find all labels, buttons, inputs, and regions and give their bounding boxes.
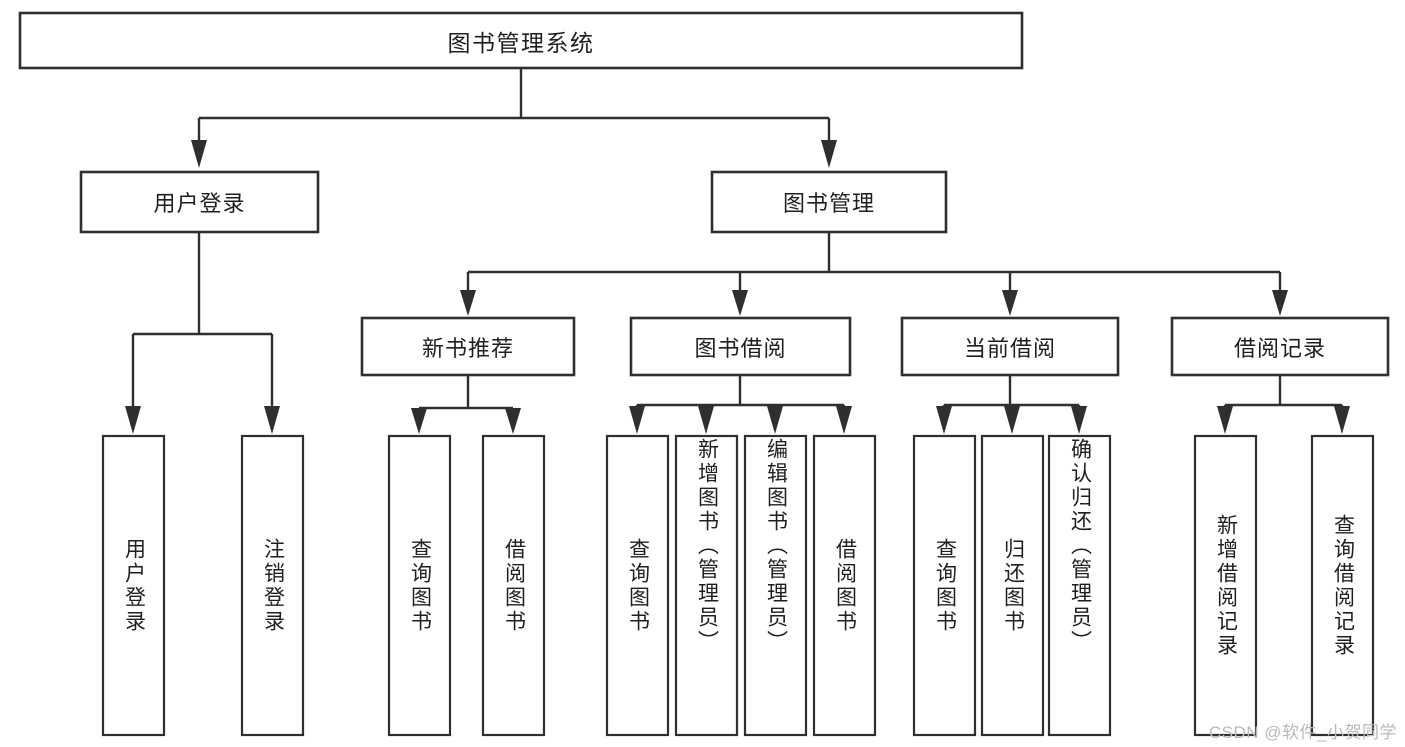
node-borrow-record-box[interactable]	[1170, 316, 1390, 377]
arrow-user-login-right	[264, 406, 280, 434]
arrow-borrow-record-l2	[1334, 406, 1350, 434]
arrow-root-to-book-manage	[821, 140, 837, 168]
node-leaf-add-book-box[interactable]	[674, 434, 739, 737]
arrow-current-borrow-l1	[936, 406, 952, 434]
arrow-book-borrow-l2	[698, 406, 714, 434]
node-new-book-recommend-box[interactable]	[360, 316, 576, 377]
arrow-current-borrow-l3	[1071, 406, 1087, 434]
arrow-book-borrow-l4	[836, 406, 852, 434]
edge-layer	[125, 68, 1350, 434]
node-leaf-edit-book-box[interactable]	[743, 434, 808, 737]
node-layer	[18, 11, 1390, 737]
arrow-book-borrow-l3	[767, 406, 783, 434]
node-leaf-borrow-book-1-box[interactable]	[481, 434, 546, 737]
node-leaf-user-login-box[interactable]	[101, 434, 166, 737]
node-current-borrow-box[interactable]	[900, 316, 1120, 377]
arrow-user-login-left	[125, 406, 141, 434]
node-leaf-borrow-book-2-box[interactable]	[812, 434, 877, 737]
node-leaf-user-logout-box[interactable]	[240, 434, 305, 737]
node-leaf-add-borrow-record-box[interactable]	[1193, 434, 1258, 737]
arrow-borrow-record-l1	[1217, 406, 1233, 434]
arrow-to-borrow-record	[1272, 290, 1288, 316]
node-leaf-return-book-box[interactable]	[980, 434, 1045, 737]
arrow-root-to-user-login	[191, 140, 207, 168]
node-leaf-query-borrow-record-box[interactable]	[1310, 434, 1375, 737]
node-root-box[interactable]	[18, 11, 1024, 70]
node-leaf-confirm-return-box[interactable]	[1047, 434, 1112, 737]
arrow-to-book-borrow	[732, 290, 748, 316]
node-book-manage-box[interactable]	[710, 170, 948, 234]
arrow-current-borrow-l2	[1004, 406, 1020, 434]
node-book-borrow-box[interactable]	[629, 316, 852, 377]
arrow-new-book-l1	[411, 408, 427, 434]
node-user-login-box[interactable]	[79, 170, 320, 234]
arrow-book-borrow-l1	[629, 406, 645, 434]
arrow-new-book-l2	[505, 408, 521, 434]
arrow-to-current-borrow	[1002, 290, 1018, 316]
node-leaf-query-book-2-box[interactable]	[605, 434, 670, 737]
node-leaf-query-book-1-box[interactable]	[387, 434, 452, 737]
node-leaf-query-book-3-box[interactable]	[912, 434, 977, 737]
arrow-to-new-book	[460, 290, 476, 316]
